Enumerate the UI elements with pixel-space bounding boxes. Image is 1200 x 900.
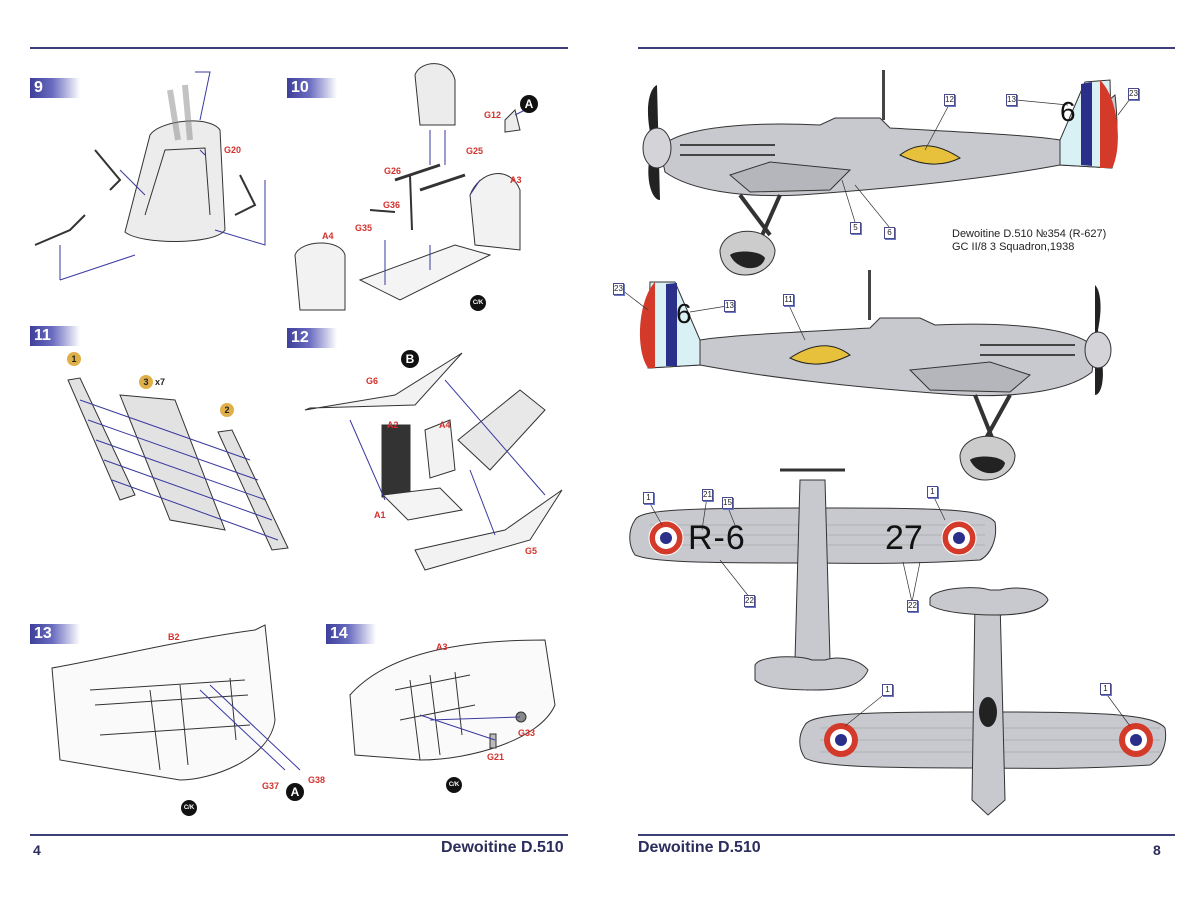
callout-box: 13 bbox=[724, 300, 735, 312]
part-label: A3 bbox=[510, 175, 522, 185]
part-label: A1 bbox=[374, 510, 386, 520]
header-rule-right bbox=[638, 47, 1175, 49]
marker-ck-icon: C/K bbox=[181, 800, 197, 816]
caption-line-2: GC II/8 3 Squadron,1938 bbox=[952, 241, 1075, 253]
part-label: A2 bbox=[387, 420, 399, 430]
callout-box: 22 bbox=[744, 595, 755, 607]
step-11-badge: 11 bbox=[30, 326, 80, 346]
part-label: G35 bbox=[355, 223, 373, 233]
marker-b-icon: B bbox=[401, 350, 419, 368]
step-14-badge: 14 bbox=[326, 624, 376, 644]
callout-box: 5 bbox=[850, 222, 861, 234]
callout-box: 1 bbox=[927, 486, 938, 498]
part-label: G25 bbox=[466, 146, 484, 156]
top-view-icon bbox=[629, 468, 997, 691]
callout-box: 1 bbox=[1100, 683, 1111, 695]
callout-box: 21 bbox=[702, 489, 713, 501]
footer-title-right: Dewoitine D.510 bbox=[638, 839, 761, 856]
callout-box: 1 bbox=[643, 492, 654, 504]
marker-a-icon: A bbox=[286, 783, 304, 801]
caption-line-1: Dewoitine D.510 №354 (R-627) bbox=[952, 228, 1107, 240]
fin-code-lower: 6 bbox=[676, 298, 692, 329]
part-label: G38 bbox=[308, 775, 326, 785]
multiplier-label: x7 bbox=[155, 377, 166, 387]
step-9-badge: 9 bbox=[30, 78, 80, 98]
part-label: B2 bbox=[168, 632, 180, 642]
fin-code-upper: 6 bbox=[1060, 96, 1076, 127]
part-label: G33 bbox=[518, 728, 536, 738]
step-10-badge: 10 bbox=[287, 78, 337, 98]
footer-title-left: Dewoitine D.510 bbox=[441, 839, 564, 856]
callout-box: 22 bbox=[907, 600, 918, 612]
header-rule-left bbox=[30, 47, 568, 49]
bottom-view-icon bbox=[799, 587, 1167, 816]
step-12-badge: 12 bbox=[287, 328, 337, 348]
marker-a-icon: A bbox=[520, 95, 538, 113]
part-number-3-icon: 3 bbox=[139, 375, 153, 389]
wing-code-left: R-6 bbox=[688, 519, 746, 557]
part-label: G36 bbox=[383, 200, 401, 210]
assembly-drawings bbox=[34, 63, 563, 781]
callout-box: 23 bbox=[1128, 88, 1139, 100]
aircraft-caption: Dewoitine D.510 №354 (R-627) GC II/8 3 S… bbox=[952, 228, 1106, 254]
footer-rule-left bbox=[30, 834, 568, 836]
part-label: G6 bbox=[366, 376, 379, 386]
callout-box: 23 bbox=[613, 283, 624, 295]
side-profile-right-icon bbox=[639, 270, 1112, 481]
aircraft-profiles bbox=[621, 70, 1167, 816]
part-label: A4 bbox=[322, 231, 334, 241]
part-number-1-icon: 1 bbox=[67, 352, 81, 366]
part-label: A4 bbox=[439, 420, 451, 430]
part-label: A3 bbox=[436, 642, 448, 652]
wing-code-right: 27 bbox=[885, 519, 923, 557]
page-number-left: 4 bbox=[33, 842, 41, 858]
marker-ck-icon: C/K bbox=[446, 777, 462, 793]
part-label: G20 bbox=[224, 145, 242, 155]
callout-box: 11 bbox=[783, 294, 794, 306]
callout-box: 1 bbox=[882, 684, 893, 696]
callout-box: 15 bbox=[722, 497, 733, 509]
part-label: G5 bbox=[525, 546, 538, 556]
side-profile-left-icon bbox=[642, 70, 1118, 276]
marker-ck-icon: C/K bbox=[470, 295, 486, 311]
page-number-right: 8 bbox=[1153, 842, 1161, 858]
part-label: G21 bbox=[487, 752, 505, 762]
part-label: G12 bbox=[484, 110, 502, 120]
part-number-2-icon: 2 bbox=[220, 403, 234, 417]
callout-box: 12 bbox=[944, 94, 955, 106]
step-13-badge: 13 bbox=[30, 624, 80, 644]
part-label: G37 bbox=[262, 781, 280, 791]
footer-rule-right bbox=[638, 834, 1175, 836]
callout-box: 6 bbox=[884, 227, 895, 239]
callout-box: 13 bbox=[1006, 94, 1017, 106]
part-label: G26 bbox=[384, 166, 402, 176]
